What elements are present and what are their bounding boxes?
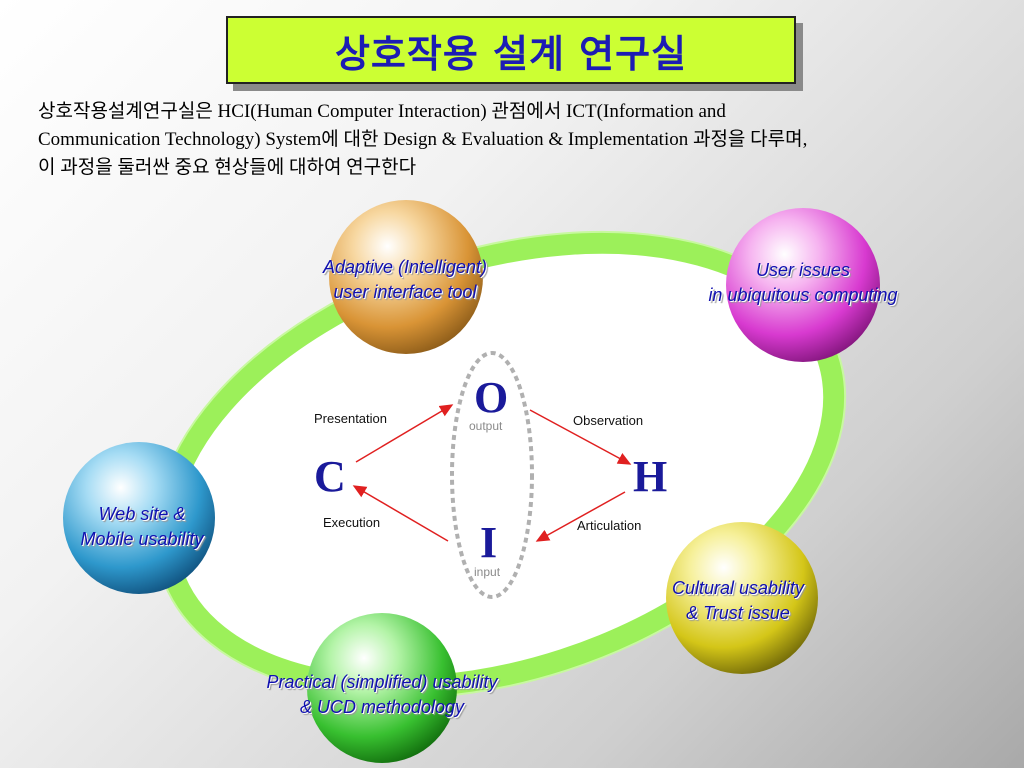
articulation-arrow <box>535 491 626 542</box>
articulation-label: Articulation <box>577 518 642 533</box>
sphere-user-issues <box>726 208 880 362</box>
title-box: 상호작용 설계 연구실 <box>226 16 796 84</box>
execution-arrow <box>352 485 449 542</box>
intro-line-3: 이 과정을 둘러싼 중요 현상들에 대하여 연구한다 <box>38 157 417 178</box>
computer-letter: C <box>314 452 346 501</box>
label-cultural: Cultural usability & Trust issue <box>671 578 805 623</box>
input-word: input <box>474 565 501 579</box>
page-title: 상호작용 설계 연구실 <box>334 31 688 76</box>
intro-paragraph: 상호작용설계연구실은 HCI(Human Computer Interactio… <box>38 98 998 182</box>
observation-label: Observation <box>573 413 644 428</box>
label-web-site: Web site & Mobile usability <box>80 504 204 549</box>
label-user-issues: User issues in ubiquitous computing <box>708 260 898 305</box>
human-letter: H <box>633 452 668 501</box>
output-word: output <box>469 419 503 433</box>
observation-arrow <box>529 409 632 465</box>
io-dashed-ellipse <box>450 351 534 599</box>
sphere-web-site <box>63 442 215 594</box>
output-letter: O <box>474 373 509 422</box>
label-practical: Practical (simplified) usability & UCD m… <box>266 672 498 717</box>
input-letter: I <box>480 518 498 567</box>
presentation-label: Presentation <box>314 411 387 426</box>
intro-line-2: Communication Technology) System에 대한 Des… <box>38 129 808 150</box>
sphere-practical <box>307 613 457 763</box>
label-adaptive: Adaptive (Intelligent) user interface to… <box>322 257 488 302</box>
sphere-adaptive <box>329 200 483 354</box>
execution-label: Execution <box>323 515 381 530</box>
intro-line-1: 상호작용설계연구실은 HCI(Human Computer Interactio… <box>38 101 726 122</box>
presentation-arrow <box>355 404 454 463</box>
sphere-cultural <box>666 522 818 674</box>
